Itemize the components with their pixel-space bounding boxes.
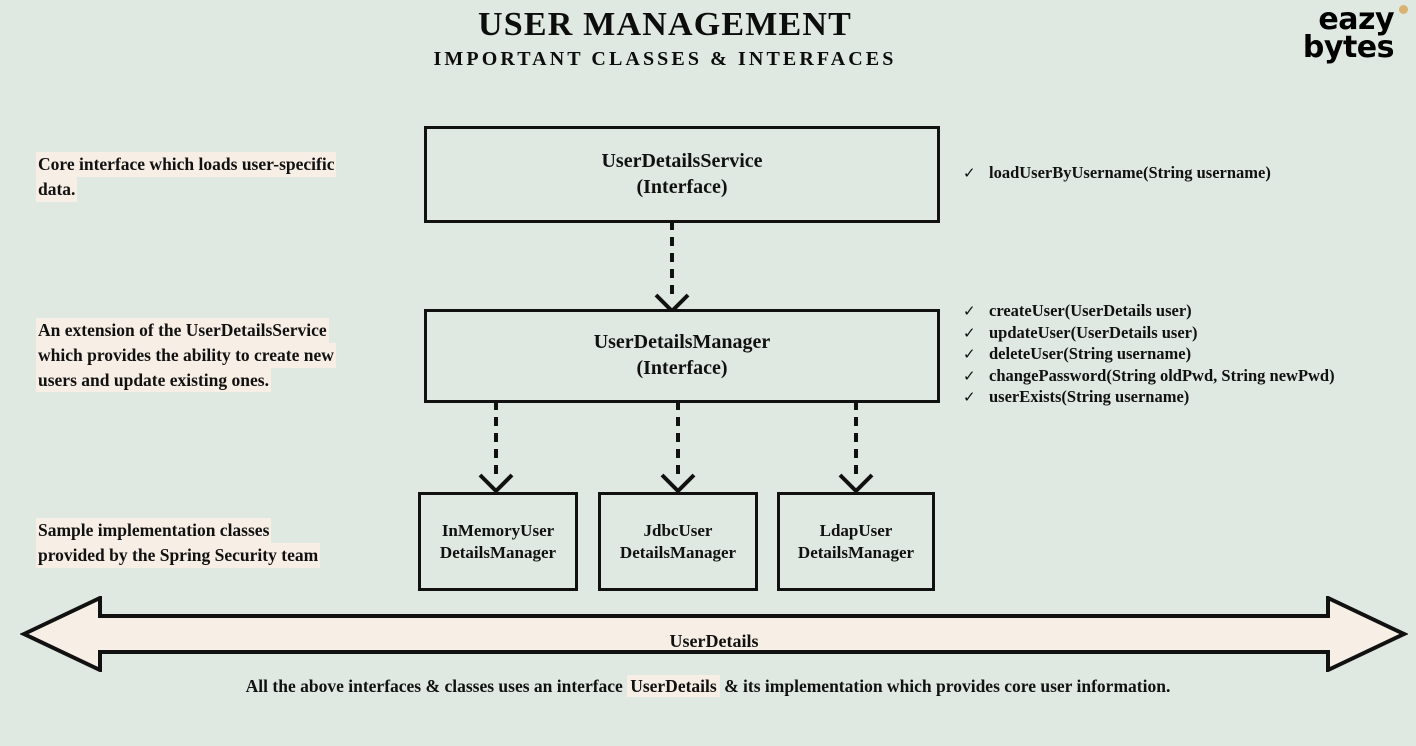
method-list-item: ✓ loadUserByUsername(String username) <box>963 162 1271 184</box>
user-details-banner-arrow <box>20 596 1408 672</box>
brand-logo-line2: bytes <box>1302 30 1395 66</box>
method-list-item: ✓ createUser(UserDetails user) <box>963 300 1335 322</box>
connector-udm-to-jdbc <box>660 401 696 493</box>
corner-dot-icon <box>1399 5 1408 14</box>
method-signature: updateUser(UserDetails user) <box>989 322 1198 342</box>
method-list-user-details-manager: ✓ createUser(UserDetails user) ✓ updateU… <box>963 300 1335 408</box>
method-list-user-details-service: ✓ loadUserByUsername(String username) <box>963 162 1271 184</box>
box-jdbc-line2: DetailsManager <box>619 542 737 562</box>
annotation-uds-line1: Core interface which loads user-specific <box>36 152 337 177</box>
footer-highlight: UserDetails <box>627 675 720 697</box>
method-list-item: ✓ deleteUser(String username) <box>963 343 1335 365</box>
connector-uds-to-udm <box>654 221 690 313</box>
check-icon: ✓ <box>963 388 976 406</box>
check-icon: ✓ <box>963 164 976 182</box>
check-icon: ✓ <box>963 323 976 342</box>
box-ldap-user-details-manager[interactable]: LdapUser DetailsManager <box>777 492 935 591</box>
box-ldap-line1: LdapUser <box>819 520 893 540</box>
annotation-uds-line2: data. <box>36 176 78 202</box>
page-title: USER MANAGEMENT <box>477 6 853 43</box>
annotation-impl-line1: Sample implementation classes <box>36 518 272 543</box>
connector-udm-to-inmemory <box>478 401 514 493</box>
method-signature: deleteUser(String username) <box>989 344 1192 363</box>
box-uds-name: UserDetailsService <box>601 149 763 172</box>
annotation-user-details-service: Core interface which loads user-specific… <box>36 152 416 202</box>
box-in-memory-user-details-manager[interactable]: InMemoryUser DetailsManager <box>418 492 578 591</box>
annotation-impl-line2: provided by the Spring Security team <box>36 542 321 568</box>
box-uds-kind: (Interface) <box>636 175 728 198</box>
method-signature: createUser(UserDetails user) <box>989 301 1192 320</box>
brand-logo: eazy bytes <box>1302 2 1395 66</box>
connector-udm-to-ldap <box>838 401 874 493</box>
method-list-item: ✓ changePassword(String oldPwd, String n… <box>963 365 1335 387</box>
annotation-udm-line1: An extension of the UserDetailsService <box>36 318 329 343</box>
method-list-item: ✓ userExists(String username) <box>963 386 1335 408</box>
footer-caption: All the above interfaces & classes uses … <box>0 675 1416 697</box>
method-signature: loadUserByUsername(String username) <box>989 163 1271 182</box>
check-icon: ✓ <box>963 345 976 363</box>
method-signature: changePassword(String oldPwd, String new… <box>989 365 1335 385</box>
box-udm-kind: (Interface) <box>636 357 728 379</box>
annotation-implementations: Sample implementation classes provided b… <box>36 518 416 568</box>
box-jdbc-user-details-manager[interactable]: JdbcUser DetailsManager <box>598 492 758 591</box>
method-list-item: ✓ updateUser(UserDetails user) <box>963 322 1335 344</box>
page-subtitle: IMPORTANT CLASSES & INTERFACES <box>433 48 897 70</box>
box-inmemory-line2: DetailsManager <box>439 542 557 562</box>
box-inmemory-line1: InMemoryUser <box>441 520 555 540</box>
footer-text-after: & its implementation which provides core… <box>719 676 1171 696</box>
brand-logo-line1: eazy <box>1318 2 1394 37</box>
annotation-udm-line3: users and update existing ones. <box>36 367 271 393</box>
footer-text-before: All the above interfaces & classes uses … <box>245 676 628 696</box>
box-user-details-manager[interactable]: UserDetailsManager (Interface) <box>424 309 940 403</box>
method-signature: userExists(String username) <box>989 387 1190 406</box>
box-ldap-line2: DetailsManager <box>797 542 915 562</box>
annotation-user-details-manager: An extension of the UserDetailsService w… <box>36 318 416 393</box>
box-udm-name: UserDetailsManager <box>593 331 771 354</box>
box-jdbc-line1: JdbcUser <box>643 520 713 540</box>
check-icon: ✓ <box>963 366 976 385</box>
annotation-udm-line2: which provides the ability to create new <box>36 342 336 368</box>
check-icon: ✓ <box>963 302 976 320</box>
box-user-details-service[interactable]: UserDetailsService (Interface) <box>424 126 940 223</box>
